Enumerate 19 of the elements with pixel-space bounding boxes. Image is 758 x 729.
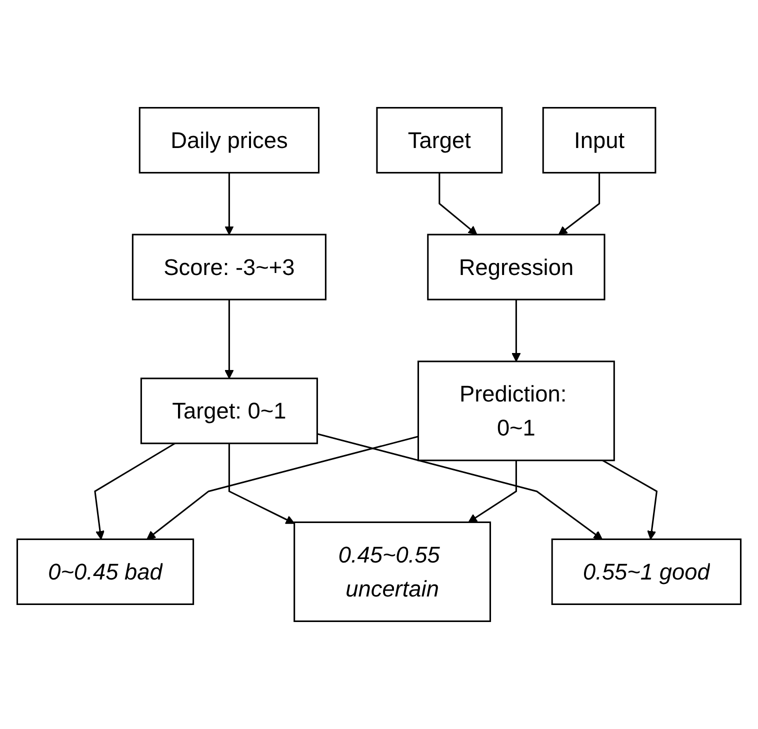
arrow xyxy=(512,300,521,362)
arrow xyxy=(316,433,603,540)
arrow xyxy=(468,460,517,523)
arrow xyxy=(228,443,295,524)
arrow xyxy=(558,172,600,235)
arrow xyxy=(94,442,176,540)
arrow xyxy=(224,300,234,379)
arrow xyxy=(146,436,418,540)
node-box: Input xyxy=(542,106,656,174)
node-box: Daily prices xyxy=(138,106,320,174)
arrow xyxy=(224,172,234,235)
node-box: Target xyxy=(376,106,503,174)
node-box: Prediction: 0~1 xyxy=(417,360,615,462)
node-box: Target: 0~1 xyxy=(140,378,318,444)
node-box: Regression xyxy=(427,234,606,300)
arrow xyxy=(602,460,658,540)
node-box: Score: -3~+3 xyxy=(132,234,326,300)
node-box: 0.45~0.55 uncertain xyxy=(294,521,492,622)
arrow xyxy=(438,172,478,235)
